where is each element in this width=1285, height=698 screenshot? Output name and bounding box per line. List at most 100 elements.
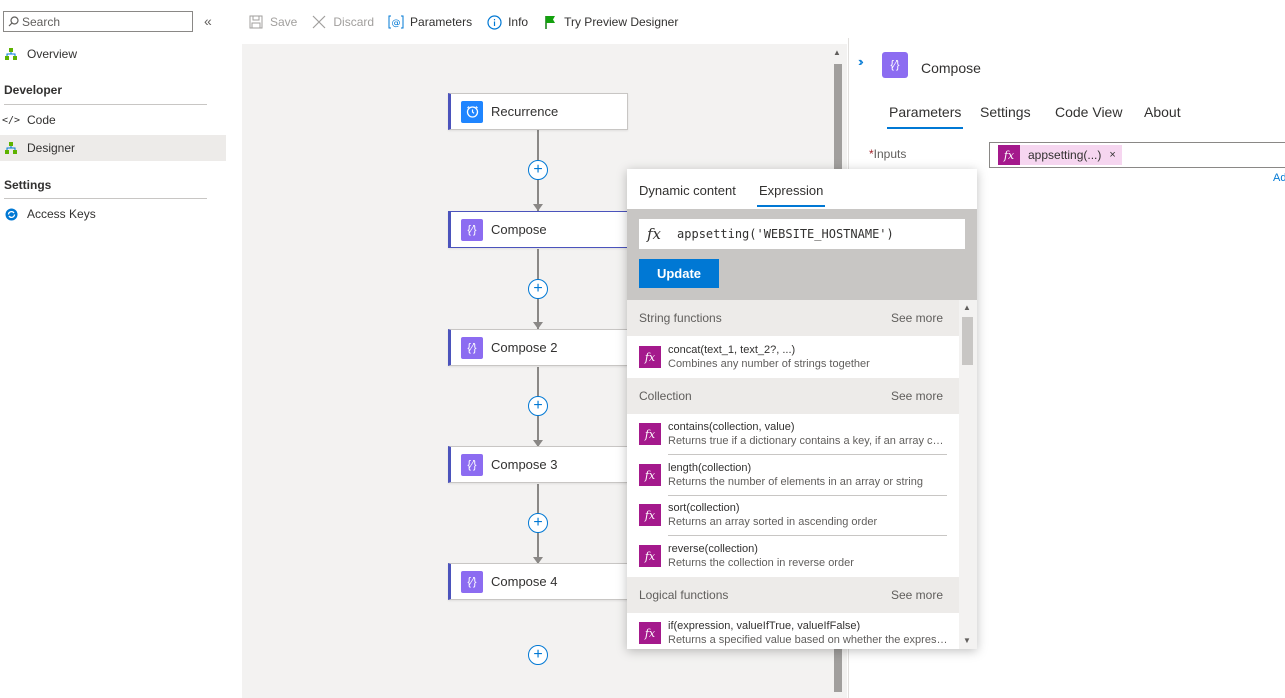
token-remove-button[interactable]: ×	[1109, 149, 1116, 161]
scroll-up-icon[interactable]: ▲	[963, 303, 971, 312]
collapse-sidebar-button[interactable]: «	[204, 13, 212, 29]
step-card-label: Recurrence	[491, 104, 559, 119]
see-more-link[interactable]: See more	[890, 588, 943, 602]
popup-caret	[975, 172, 983, 188]
parameters-icon: @	[388, 14, 404, 30]
expression-token[interactable]: fx appsetting(...) ×	[998, 145, 1122, 165]
search-box[interactable]	[3, 11, 193, 32]
function-item-reverse[interactable]: fx reverse(collection) Returns the collec…	[627, 536, 959, 576]
step-card-compose[interactable]: {⁄} Compose	[448, 211, 628, 248]
sidebar-item-overview[interactable]: Overview	[0, 41, 226, 67]
function-icon: fx	[639, 622, 661, 644]
designer-icon	[4, 141, 18, 155]
scroll-down-icon[interactable]: ▼	[963, 636, 971, 645]
step-card-recurrence[interactable]: Recurrence	[448, 93, 628, 130]
divider	[668, 495, 947, 496]
inputs-field[interactable]: fx appsetting(...) ×	[989, 142, 1285, 168]
insert-step-button[interactable]: +	[528, 396, 548, 416]
sidebar-item-label: Code	[27, 113, 56, 127]
add-dynamic-content-link[interactable]: Ad	[1273, 172, 1285, 184]
scroll-up-icon[interactable]: ▲	[833, 48, 841, 57]
sidebar-item-designer[interactable]: Designer	[0, 135, 226, 161]
function-name: contains(collection, value)	[668, 421, 795, 433]
expression-editor-area: fx Update	[627, 209, 977, 300]
sidebar-item-access-keys[interactable]: Access Keys	[0, 201, 226, 227]
info-button[interactable]: Info	[486, 14, 528, 30]
divider	[4, 104, 207, 105]
function-section-header: Logical functions See more	[627, 577, 959, 613]
divider	[668, 535, 947, 536]
expression-input[interactable]	[677, 227, 948, 241]
function-list-scrollbar[interactable]: ▲ ▼	[959, 300, 977, 649]
developer-section-title: Developer	[4, 83, 63, 97]
step-card-compose-4[interactable]: {⁄} Compose 4	[448, 563, 628, 600]
compose-icon: {⁄}	[882, 52, 908, 78]
function-item-if[interactable]: fx if(expression, valueIfTrue, valueIfFa…	[627, 613, 959, 649]
info-label: Info	[508, 15, 529, 29]
function-icon: fx	[639, 504, 661, 526]
function-icon: fx	[639, 346, 661, 368]
function-icon: fx	[639, 545, 661, 567]
function-name: length(collection)	[668, 462, 752, 474]
panel-title: Compose	[921, 60, 981, 76]
save-button[interactable]: Save	[248, 14, 297, 30]
tab-code-view[interactable]: Code View	[1055, 104, 1123, 120]
step-card-compose-3[interactable]: {⁄} Compose 3	[448, 446, 628, 483]
key-icon	[4, 207, 18, 221]
inputs-label-text: Inputs	[873, 147, 907, 161]
step-card-compose-2[interactable]: {⁄} Compose 2	[448, 329, 628, 366]
discard-button[interactable]: Discard	[311, 14, 374, 30]
parameters-button[interactable]: @ Parameters	[388, 14, 472, 30]
tab-dynamic-content[interactable]: Dynamic content	[639, 183, 736, 198]
compose-icon: {⁄}	[461, 336, 483, 359]
try-preview-label: Try Preview Designer	[564, 15, 679, 29]
compose-icon: {⁄}	[461, 453, 483, 476]
required-mark: *	[869, 147, 874, 161]
function-description: Returns an array sorted in ascending ord…	[668, 516, 878, 528]
function-item-length[interactable]: fx length(collection)Returns the number …	[627, 455, 959, 495]
function-item-concat[interactable]: fx concat(text_1, text_2?, ...)Combines …	[627, 337, 959, 377]
discard-label: Discard	[333, 15, 375, 29]
tab-parameters[interactable]: Parameters	[886, 104, 964, 129]
sidebar-item-label: Overview	[27, 47, 78, 61]
sidebar-item-label: Access Keys	[27, 207, 96, 221]
function-list: String functions See more fx concat(text…	[627, 300, 959, 649]
section-title: Collection	[639, 389, 692, 403]
insert-step-button[interactable]: +	[528, 513, 548, 533]
update-button[interactable]: Update	[639, 259, 719, 288]
divider	[4, 198, 207, 199]
flag-icon	[542, 14, 558, 30]
save-label: Save	[270, 15, 298, 29]
see-more-link[interactable]: See more	[890, 311, 943, 325]
compose-icon: {⁄}	[461, 218, 483, 241]
function-icon: fx	[639, 423, 661, 445]
function-item-sort[interactable]: fx sort(collection) Returns an array sort…	[627, 495, 959, 535]
try-preview-designer-button[interactable]: Try Preview Designer	[542, 14, 678, 30]
see-more-link[interactable]: See more	[890, 389, 943, 403]
function-description: Returns the number of elements in an arr…	[668, 476, 923, 488]
tab-expression[interactable]: Expression	[756, 183, 826, 207]
function-description: Combines any number of strings together	[668, 358, 870, 370]
function-name: sort(collection)	[668, 502, 740, 514]
add-step-button[interactable]: +	[528, 645, 548, 665]
search-input[interactable]	[22, 14, 182, 29]
scrollbar-thumb[interactable]	[962, 317, 973, 365]
section-title: Logical functions	[639, 588, 729, 602]
function-name: reverse(collection)	[668, 543, 758, 555]
sidebar-item-code[interactable]: </> Code	[0, 107, 226, 133]
insert-step-button[interactable]: +	[528, 279, 548, 299]
function-item-contains[interactable]: fx contains(collection, value)Returns tr…	[627, 414, 959, 454]
tab-about[interactable]: About	[1144, 104, 1181, 120]
info-icon	[486, 14, 502, 30]
overview-icon	[4, 47, 18, 61]
function-description: Returns the collection in reverse order	[668, 557, 854, 569]
sidebar: « Overview Developer </> Code Designer S…	[0, 0, 226, 698]
code-icon: </>	[1, 114, 21, 126]
expression-box[interactable]: fx	[639, 219, 965, 249]
insert-step-button[interactable]: +	[528, 160, 548, 180]
function-section-header: String functions See more	[627, 300, 959, 336]
expand-panel-icon[interactable]: ››	[858, 54, 863, 69]
clock-icon	[461, 100, 483, 123]
function-icon: fx	[998, 145, 1020, 165]
tab-settings[interactable]: Settings	[980, 104, 1031, 120]
